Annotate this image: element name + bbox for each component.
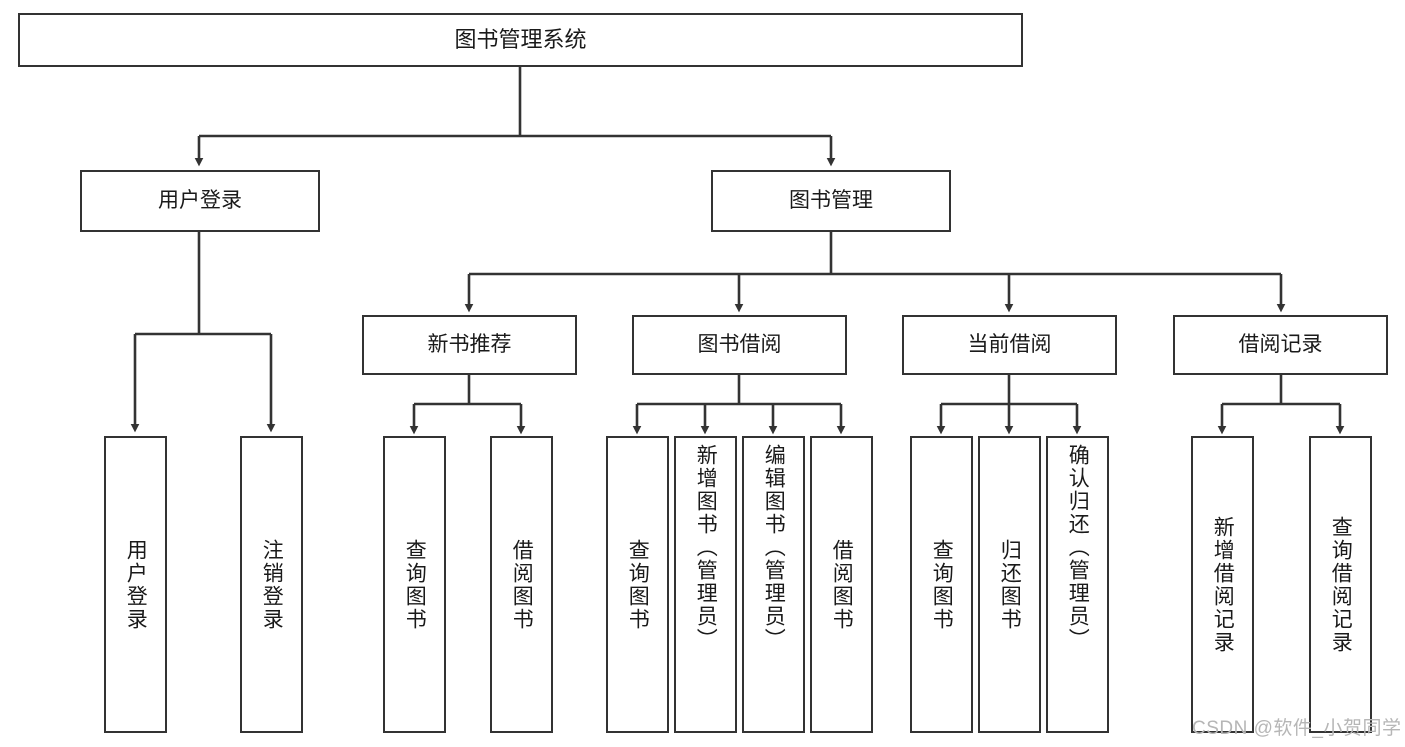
node-user-login-label: 用户登录 [158, 188, 242, 212]
node-current-borrow[interactable]: 当前借阅 [902, 315, 1117, 375]
node-root-system[interactable]: 图书管理系统 [18, 13, 1023, 67]
node-leaf-add-book[interactable]: 新增图书（管理员） [674, 436, 737, 733]
node-current-borrow-label: 当前借阅 [967, 332, 1052, 356]
node-leaf-add-record[interactable]: 新增借阅记录 [1191, 436, 1254, 733]
node-leaf-add-book-label: 新增图书（管理员） [694, 444, 718, 651]
node-leaf-confirm-return-label: 确认归还（管理员） [1066, 444, 1090, 651]
node-leaf-query-book-1-label: 查询图书 [403, 538, 427, 631]
node-book-borrow[interactable]: 图书借阅 [632, 315, 847, 375]
node-root-system-label: 图书管理系统 [454, 27, 587, 53]
node-book-management-label: 图书管理 [789, 188, 873, 212]
node-leaf-query-book-1[interactable]: 查询图书 [383, 436, 446, 733]
node-leaf-user-login-label: 用户登录 [124, 538, 148, 631]
node-leaf-query-book-3[interactable]: 查询图书 [910, 436, 973, 733]
node-leaf-query-book-2-label: 查询图书 [626, 538, 650, 631]
node-leaf-logout-login[interactable]: 注销登录 [240, 436, 303, 733]
node-leaf-confirm-return[interactable]: 确认归还（管理员） [1046, 436, 1109, 733]
node-leaf-borrow-book-2[interactable]: 借阅图书 [810, 436, 873, 733]
node-new-book-recommend[interactable]: 新书推荐 [362, 315, 577, 375]
node-leaf-user-login[interactable]: 用户登录 [104, 436, 167, 733]
node-new-book-recommend-label: 新书推荐 [427, 332, 512, 356]
node-leaf-return-book-label: 归还图书 [998, 538, 1022, 631]
node-leaf-borrow-book-1[interactable]: 借阅图书 [490, 436, 553, 733]
node-leaf-borrow-book-2-label: 借阅图书 [830, 538, 854, 631]
node-borrow-record[interactable]: 借阅记录 [1173, 315, 1388, 375]
node-user-login[interactable]: 用户登录 [80, 170, 320, 232]
node-book-management[interactable]: 图书管理 [711, 170, 951, 232]
node-leaf-query-record-label: 查询借阅记录 [1329, 515, 1353, 654]
node-leaf-edit-book-label: 编辑图书（管理员） [762, 444, 786, 651]
node-leaf-add-record-label: 新增借阅记录 [1211, 515, 1235, 654]
node-leaf-borrow-book-1-label: 借阅图书 [510, 538, 534, 631]
node-leaf-query-book-2[interactable]: 查询图书 [606, 436, 669, 733]
node-leaf-query-book-3-label: 查询图书 [930, 538, 954, 631]
node-leaf-return-book[interactable]: 归还图书 [978, 436, 1041, 733]
node-borrow-record-label: 借阅记录 [1238, 332, 1323, 356]
node-leaf-logout-login-label: 注销登录 [260, 538, 284, 631]
node-book-borrow-label: 图书借阅 [697, 332, 782, 356]
csdn-watermark: CSDN @软件_小贺同学 [1192, 718, 1402, 739]
node-leaf-edit-book[interactable]: 编辑图书（管理员） [742, 436, 805, 733]
node-leaf-query-record[interactable]: 查询借阅记录 [1309, 436, 1372, 733]
